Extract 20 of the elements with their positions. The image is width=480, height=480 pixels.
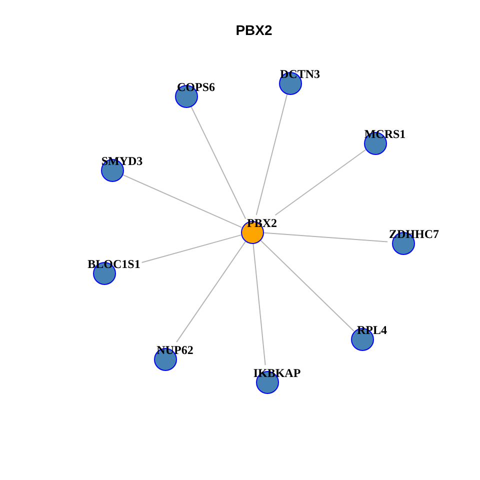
edge-line xyxy=(256,94,288,216)
node-label: COPS6 xyxy=(176,80,215,94)
node-label: BLOC1S1 xyxy=(88,258,140,270)
node-label: DCTN3 xyxy=(280,68,320,80)
edge-line xyxy=(274,149,366,216)
edge-line xyxy=(190,106,246,220)
node-label: NUP62 xyxy=(156,344,194,356)
node-label: MCRS1 xyxy=(364,128,406,140)
edge-line xyxy=(262,232,388,242)
edge-line xyxy=(176,240,246,343)
node-label: SMYD3 xyxy=(101,154,143,168)
edge-line xyxy=(252,242,266,366)
node-label: IKBKAP xyxy=(253,366,301,380)
node-label: PBX2 xyxy=(247,216,277,230)
node-label: RPL4 xyxy=(357,324,387,336)
edge-line xyxy=(260,239,354,332)
diagram-title: PBX2 xyxy=(236,23,272,37)
edge-line xyxy=(141,234,242,264)
edge-line xyxy=(122,174,242,228)
node-label: ZDHHC7 xyxy=(388,228,439,240)
